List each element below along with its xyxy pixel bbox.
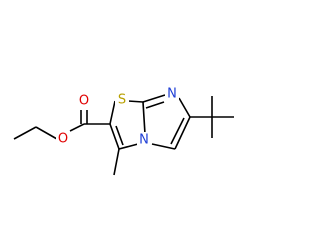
bond-s-c7a: [127, 100, 144, 103]
bridgehead-nitrogen-atom: N: [137, 132, 151, 149]
bond-c2-c3-single: [109, 123, 120, 150]
carbonyl-oxygen-label: O: [79, 94, 89, 109]
carbonyl-oxygen-atom: O: [77, 93, 91, 110]
bond-c7a-n-imine-single: [142, 94, 166, 103]
bond-n-imine-c6: [178, 97, 191, 118]
bond-ethyl-ch3-ch2: [13, 126, 37, 140]
imine-nitrogen-atom: N: [165, 86, 179, 103]
atom-labels: S N N O O: [56, 86, 179, 149]
imine-nitrogen-label: N: [167, 87, 177, 102]
bridgehead-nitrogen-label: N: [139, 133, 149, 148]
bond-c5-n-bridge: [151, 143, 176, 150]
bond-n-bridge-c7a: [142, 101, 146, 135]
sulfur-atom: S: [115, 92, 129, 109]
bond-c2-c3-double: [115, 125, 124, 146]
bond-o-ester-carbonyl-c: [69, 123, 85, 132]
bond-c3-n-bridge: [118, 143, 139, 150]
bonds: [13, 94, 234, 176]
ester-oxygen-label: O: [58, 132, 68, 147]
bond-c2-s: [109, 100, 116, 125]
structure-canvas: S N N O O: [13, 86, 234, 176]
sulfur-label: S: [118, 93, 126, 108]
bond-c6-c5-single: [174, 116, 191, 150]
ester-oxygen-atom: O: [56, 131, 70, 148]
molecule-drawing: S N N O O: [13, 86, 234, 176]
bond-c7a-n-imine-double: [145, 101, 165, 109]
bond-c3-methyl: [113, 148, 120, 176]
bond-ch2-o-ester: [35, 126, 58, 140]
bond-c6-c5-double: [170, 117, 185, 145]
